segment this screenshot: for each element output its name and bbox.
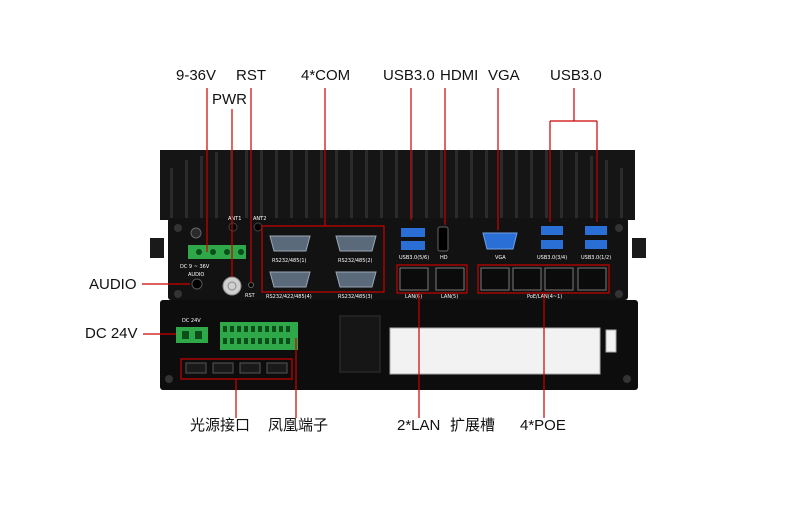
dc-input-terminal bbox=[188, 245, 246, 259]
power-button bbox=[222, 276, 242, 296]
optical-connectors bbox=[185, 362, 288, 374]
vga-port bbox=[482, 232, 518, 250]
silk-dc24: DC 24V bbox=[182, 318, 201, 324]
silk-rst: RST bbox=[245, 293, 256, 299]
callout-lines bbox=[142, 88, 610, 418]
label-optical: 光源接口 bbox=[190, 416, 251, 434]
label-com: 4*COM bbox=[301, 67, 351, 84]
lan-ports bbox=[399, 267, 465, 291]
silk-usb56: USB3.0(5/6) bbox=[399, 255, 429, 261]
usb-port-stack-right bbox=[541, 226, 607, 249]
label-usb30-right: USB3.0 bbox=[550, 67, 602, 84]
label-rst: RST bbox=[236, 67, 266, 84]
expansion-bracket bbox=[339, 315, 381, 373]
label-expansion: 扩展槽 bbox=[450, 416, 496, 434]
silk-hd: HD bbox=[440, 255, 448, 261]
silk-usb34: USB3.0(3/4) bbox=[537, 255, 567, 261]
label-audio: AUDIO bbox=[89, 276, 137, 293]
com-ports bbox=[269, 235, 377, 288]
silk-dc-in: DC 9 ~ 36V bbox=[180, 264, 210, 270]
silk-lan6: LAN(6) bbox=[405, 294, 422, 300]
expansion-slot bbox=[389, 327, 601, 375]
ant1-port bbox=[228, 222, 238, 232]
label-lan2: 2*LAN bbox=[397, 417, 441, 434]
label-vga: VGA bbox=[488, 67, 520, 84]
silk-audio: AUDIO bbox=[188, 272, 204, 278]
usb-port-stack-left bbox=[401, 228, 425, 250]
silk-ant2: ANT2 bbox=[253, 216, 266, 222]
audio-jack bbox=[191, 278, 203, 290]
ant2-port bbox=[253, 222, 263, 232]
silk-poe-lan: PoE/LAN(4~1) bbox=[527, 294, 562, 300]
label-phoenix: 凤凰端子 bbox=[268, 416, 329, 434]
silk-ant1: ANT1 bbox=[228, 216, 241, 222]
heatsink-fins bbox=[160, 150, 635, 220]
dc24-terminal bbox=[176, 327, 208, 343]
poe-ports bbox=[480, 267, 607, 291]
silk-vga: VGA bbox=[495, 255, 506, 261]
hdmi-port bbox=[437, 226, 449, 252]
silk-com3: RS232/485(3) bbox=[338, 294, 373, 300]
label-dc24: DC 24V bbox=[85, 325, 138, 342]
silk-lan5: LAN(5) bbox=[441, 294, 458, 300]
label-pwr: PWR bbox=[212, 91, 247, 108]
silk-com1: RS232/485(1) bbox=[272, 258, 307, 264]
reset-button bbox=[248, 282, 254, 288]
silk-usb12: USB3.0(1/2) bbox=[581, 255, 611, 261]
ground-screw-icon bbox=[190, 227, 202, 239]
label-usb30-left: USB3.0 bbox=[383, 67, 435, 84]
label-poe4: 4*POE bbox=[520, 417, 566, 434]
silk-com2: RS232/485(2) bbox=[338, 258, 373, 264]
label-hdmi: HDMI bbox=[440, 67, 479, 84]
silk-com4: RS232/422/485(4) bbox=[266, 294, 312, 300]
phoenix-terminal bbox=[220, 322, 298, 350]
label-power-input: 9-36V bbox=[176, 67, 217, 84]
